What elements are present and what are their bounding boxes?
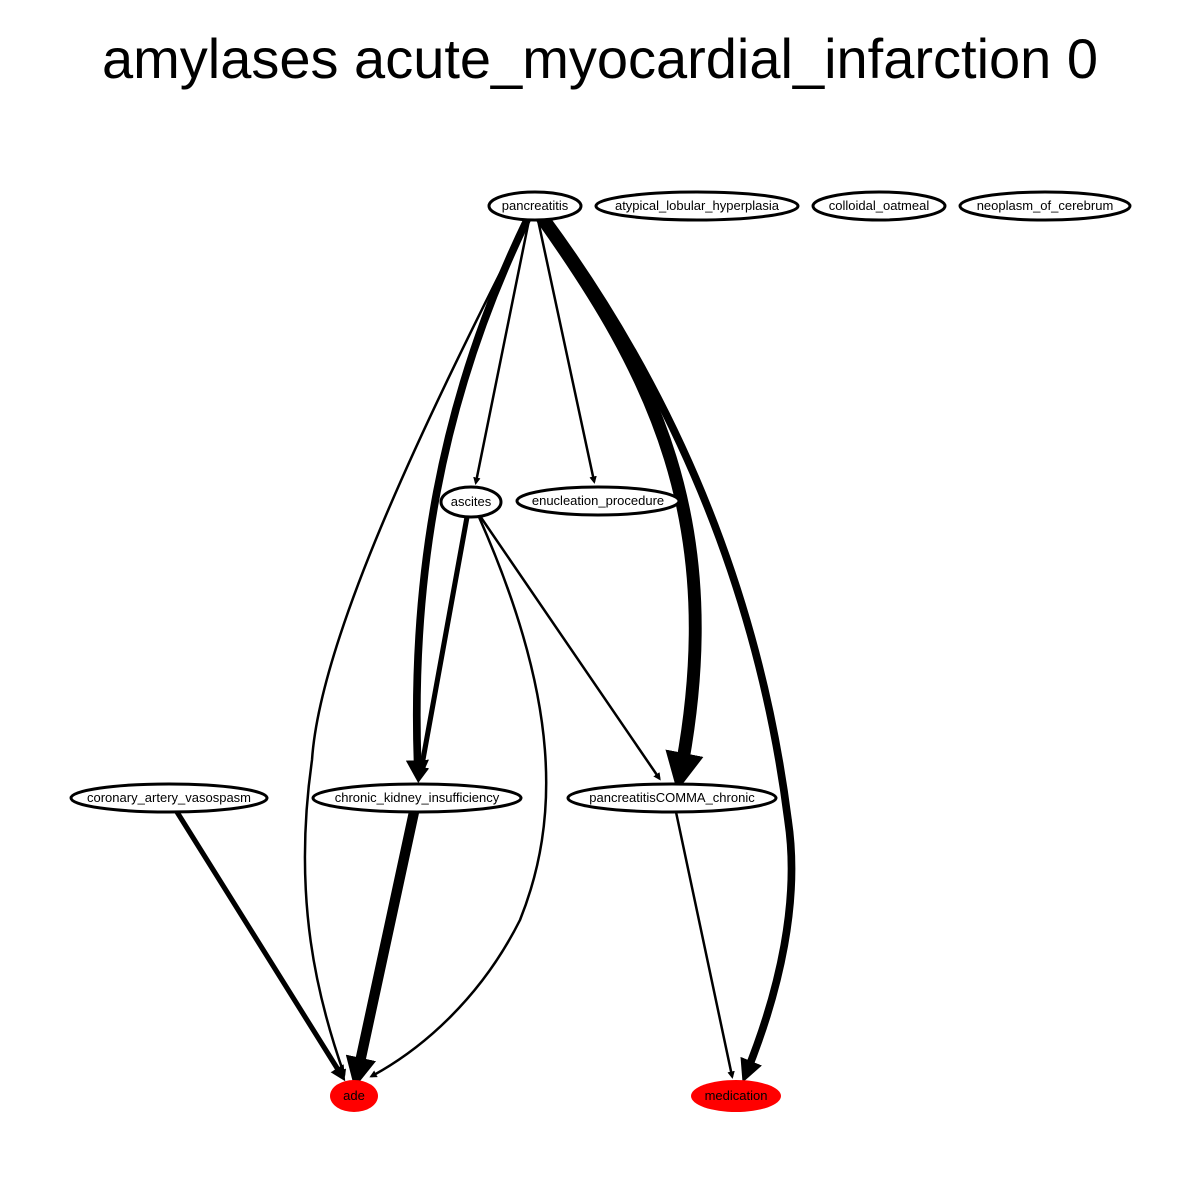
edge-ascites-to-ade <box>369 515 548 1078</box>
edge-pancreatitisCOMMA_chronic-to-medication <box>674 810 735 1079</box>
node-shape <box>691 1080 781 1112</box>
node-neoplasm_of_cerebrum: neoplasm_of_cerebrum <box>958 190 1132 222</box>
edge-pancreatitis-to-ade <box>303 218 529 1077</box>
node-shape <box>311 782 523 814</box>
node-ascites: ascites <box>439 485 503 519</box>
edge-pancreatitis-to-ascites <box>473 218 531 485</box>
node-label: chronic_kidney_insufficiency <box>335 790 500 805</box>
node-atypical_lobular_hyperplasia: atypical_lobular_hyperplasia <box>594 190 800 222</box>
edge-ascites-to-chronic_kidney_insufficiency <box>414 514 470 783</box>
node-label: enucleation_procedure <box>532 493 664 508</box>
edge-pancreatitis-to-chronic_kidney_insufficiency <box>405 216 531 784</box>
node-label: neoplasm_of_cerebrum <box>977 198 1114 213</box>
edge-pancreatitis-to-enucleation_procedure <box>536 218 597 484</box>
node-label: medication <box>705 1088 768 1103</box>
node-coronary_artery_vasospasm: coronary_artery_vasospasm <box>69 782 269 814</box>
node-label: colloidal_oatmeal <box>829 198 930 213</box>
edge-chronic_kidney_insufficiency-to-ade <box>345 806 420 1089</box>
node-label: atypical_lobular_hyperplasia <box>615 198 780 213</box>
edges-layer <box>174 211 796 1089</box>
node-pancreatitisCOMMA_chronic: pancreatitisCOMMA_chronic <box>566 782 778 814</box>
node-shape <box>811 190 947 222</box>
node-shape <box>958 190 1132 222</box>
diagram-title: amylases acute_myocardial_infarction 0 <box>101 27 1099 90</box>
node-shape <box>439 485 503 519</box>
node-label: ade <box>343 1088 365 1103</box>
node-label: ascites <box>451 494 492 509</box>
node-label: pancreatitisCOMMA_chronic <box>589 790 755 805</box>
node-label: coronary_artery_vasospasm <box>87 790 251 805</box>
node-enucleation_procedure: enucleation_procedure <box>515 485 681 517</box>
node-chronic_kidney_insufficiency: chronic_kidney_insufficiency <box>311 782 523 814</box>
edge-pancreatitis-to-medication <box>542 214 796 1083</box>
edge-coronary_artery_vasospasm-to-ade <box>174 809 346 1082</box>
edge-pancreatitis-to-pancreatitisCOMMA_chronic <box>535 211 704 792</box>
node-shape <box>330 1080 378 1112</box>
node-shape <box>515 485 681 517</box>
node-shape <box>566 782 778 814</box>
node-ade: ade <box>330 1080 378 1112</box>
node-shape <box>487 190 583 222</box>
node-pancreatitis: pancreatitis <box>487 190 583 222</box>
nodes-layer: pancreatitis atypical_lobular_hyperplasia… <box>69 190 1132 1112</box>
node-medication: medication <box>691 1080 781 1112</box>
node-colloidal_oatmeal: colloidal_oatmeal <box>811 190 947 222</box>
node-label: pancreatitis <box>502 198 569 213</box>
edge-ascites-to-pancreatitisCOMMA_chronic <box>478 514 661 781</box>
node-shape <box>69 782 269 814</box>
node-shape <box>594 190 800 222</box>
